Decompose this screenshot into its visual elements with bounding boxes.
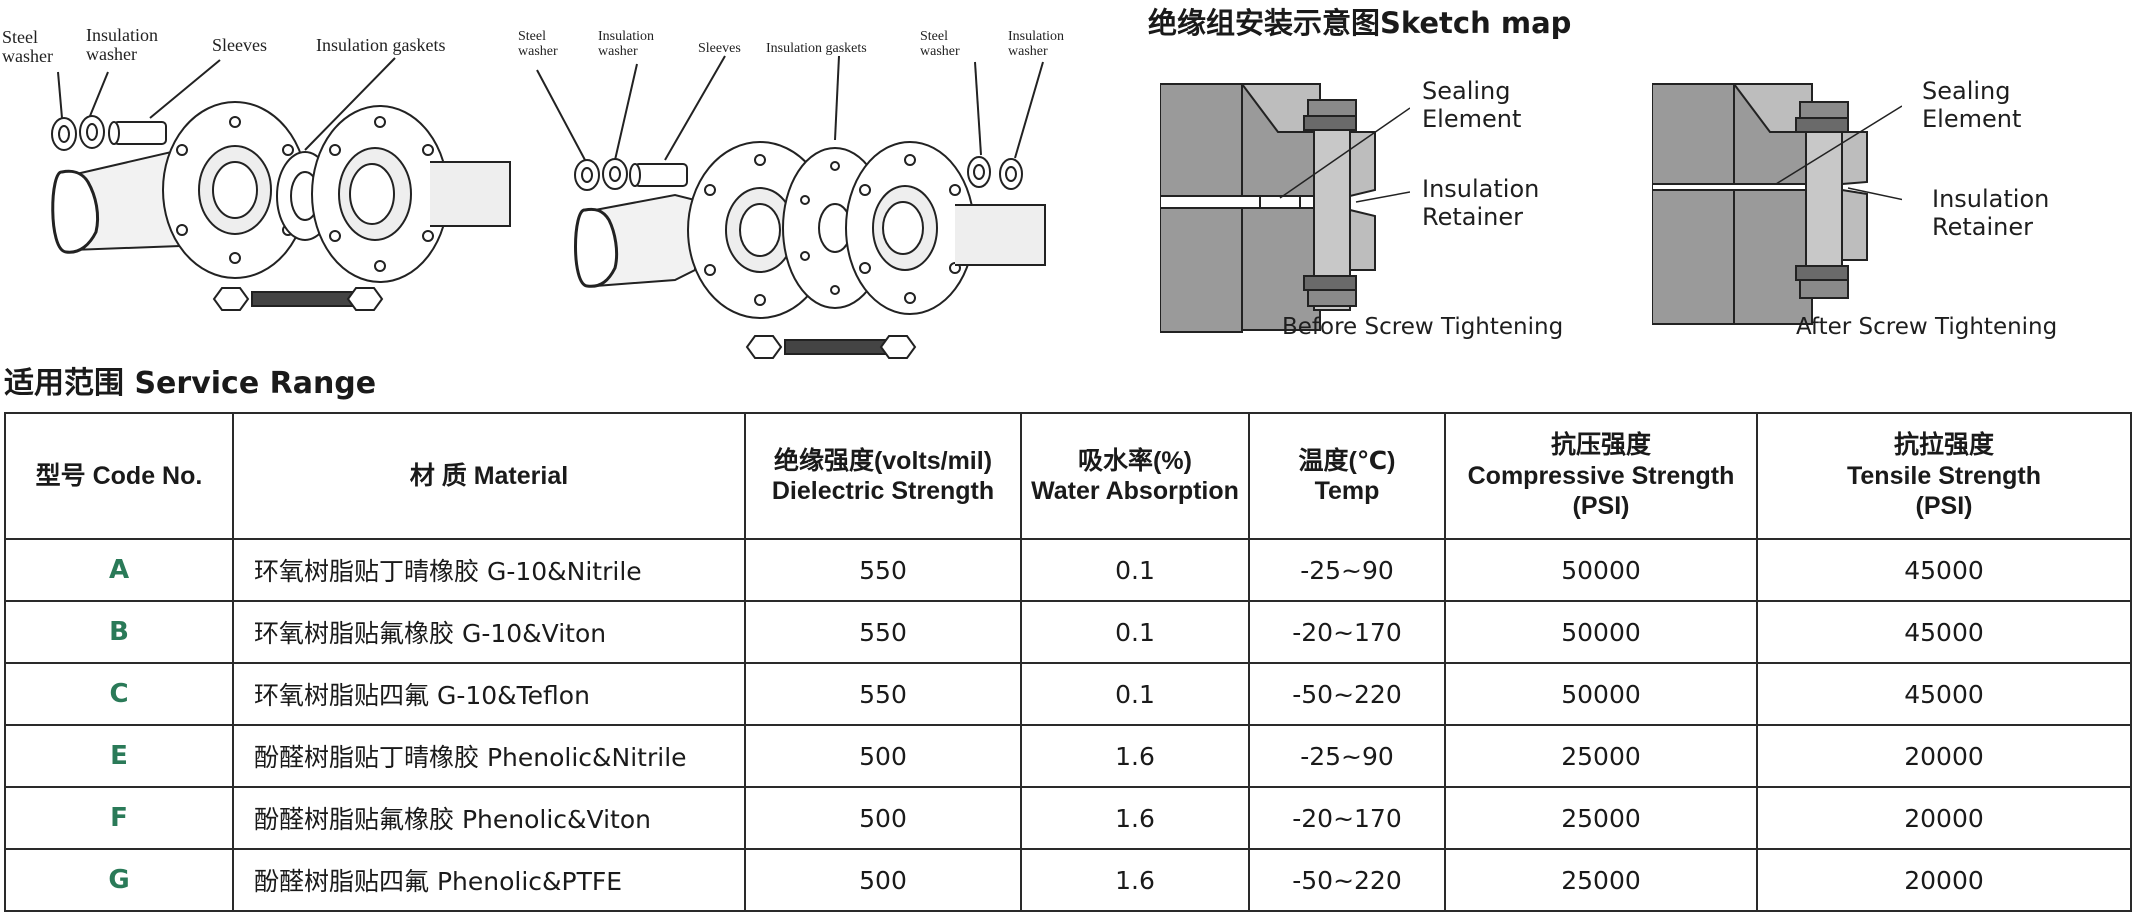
cell-compressive: 25000 [1444,724,1758,788]
cell-code: C [4,662,234,726]
cell-water: 0.1 [1020,662,1250,726]
insulation-washer-icon [999,158,1023,190]
cell-dielectric: 550 [744,662,1022,726]
cell-dielectric: 500 [744,848,1022,912]
header-temp: 温度(℃) Temp [1248,412,1446,540]
header-compressive-strength: 抗压强度 Compressive Strength (PSI) [1444,412,1758,540]
caption-after-screw-tightening: After Screw Tightening [1796,314,2058,340]
caption-before-screw-tightening: Before Screw Tightening [1282,314,1564,340]
cell-temp: -50~220 [1248,848,1446,912]
table-row: G 酚醛树脂贴四氟 Phenolic&PTFE 500 1.6 -50~220 … [4,848,2132,912]
label-insulation-gaskets: Insulation gaskets [316,35,446,55]
label-insulation-washer-right: Insulation washer [1008,29,1064,59]
label-insulation-washer-left: Insulation washer [598,29,654,59]
label-insulation-gaskets-middle: Insulation gaskets [766,41,867,56]
label-insulation-washer: Insulation washer [86,25,158,64]
header-water-absorption: 吸水率(%) Water Absorption [1020,412,1250,540]
cell-tensile: 45000 [1756,662,2132,726]
cell-tensile: 20000 [1756,724,2132,788]
cell-material: 酚醛树脂贴丁晴橡胶 Phenolic&Nitrile [232,724,746,788]
sketch-before-diagram [1160,83,1410,333]
steel-washer-icon [967,156,991,188]
label-steel-washer-right: Steel washer [920,29,960,59]
flange-right-icon [311,105,449,283]
cell-dielectric: 500 [744,786,1022,850]
cell-water: 1.6 [1020,848,1250,912]
cell-water: 1.6 [1020,786,1250,850]
table-row: B 环氧树脂贴氟橡胶 G-10&Viton 550 0.1 -20~170 50… [4,600,2132,664]
cell-dielectric: 550 [744,538,1022,602]
label-insulation-retainer-after: Insulation Retainer [1932,185,2050,241]
cell-material: 酚醛树脂贴四氟 Phenolic&PTFE [232,848,746,912]
label-sleeves: Sleeves [212,35,267,55]
label-insulation-retainer-before: Insulation Retainer [1422,175,1540,231]
label-steel-washer: Steel washer [2,27,53,66]
cell-water: 0.1 [1020,600,1250,664]
cell-material: 环氧树脂贴氟橡胶 G-10&Viton [232,600,746,664]
cell-material: 环氧树脂贴丁晴橡胶 G-10&Nitrile [232,538,746,602]
cell-compressive: 25000 [1444,848,1758,912]
cell-material: 酚醛树脂贴氟橡胶 Phenolic&Viton [232,786,746,850]
label-sealing-element-before: Sealing Element [1422,77,1522,133]
service-range-title: 适用范围 Service Range [4,366,377,401]
exploded-diagram-left [51,57,511,311]
label-sealing-element-after: Sealing Element [1922,77,2022,133]
steel-washer-icon [574,159,600,191]
sleeve-icon [629,163,688,187]
cell-water: 1.6 [1020,724,1250,788]
flange-right-icon [845,141,975,315]
insulation-washer-icon [602,158,628,190]
header-material: 材 质 Material [232,412,746,540]
cell-code: A [4,538,234,602]
header-dielectric-strength: 绝缘强度(volts/mil) Dielectric Strength [744,412,1022,540]
header-tensile-strength: 抗拉强度 Tensile Strength (PSI) [1756,412,2132,540]
pipe-end-icon [574,207,619,288]
cell-code: F [4,786,234,850]
cell-temp: -20~170 [1248,786,1446,850]
cell-tensile: 20000 [1756,848,2132,912]
cell-material: 环氧树脂贴四氟 G-10&Teflon [232,662,746,726]
cell-temp: -50~220 [1248,662,1446,726]
table-row: A 环氧树脂贴丁晴橡胶 G-10&Nitrile 550 0.1 -25~90 … [4,538,2132,602]
cell-temp: -25~90 [1248,538,1446,602]
label-steel-washer-left: Steel washer [518,29,558,59]
bolt-icon [212,287,384,311]
cell-compressive: 25000 [1444,786,1758,850]
table-row: E 酚醛树脂贴丁晴橡胶 Phenolic&Nitrile 500 1.6 -25… [4,724,2132,788]
pipe-end-icon [51,169,100,254]
table-row: F 酚醛树脂贴氟橡胶 Phenolic&Viton 500 1.6 -20~17… [4,786,2132,850]
cell-compressive: 50000 [1444,538,1758,602]
flange-left-icon [162,101,308,279]
steel-washer-icon [51,117,77,151]
cell-compressive: 50000 [1444,600,1758,664]
cell-compressive: 50000 [1444,662,1758,726]
bolt-icon [745,335,917,359]
cell-code: G [4,848,234,912]
cell-dielectric: 500 [744,724,1022,788]
sketch-after-diagram [1652,83,1902,325]
sleeve-icon [108,121,167,145]
cell-water: 0.1 [1020,538,1250,602]
cell-temp: -20~170 [1248,600,1446,664]
cell-code: B [4,600,234,664]
table-row: C 环氧树脂贴四氟 G-10&Teflon 550 0.1 -50~220 50… [4,662,2132,726]
label-sleeves-middle: Sleeves [698,41,741,56]
cell-tensile: 45000 [1756,538,2132,602]
cell-tensile: 20000 [1756,786,2132,850]
sketch-map-title: 绝缘组安装示意图Sketch map [1148,6,1572,40]
exploded-diagram-middle [536,55,1046,359]
cell-code: E [4,724,234,788]
service-range-table: 型号 Code No. 材 质 Material 绝缘强度(volts/mil)… [4,412,2132,912]
table-header-row: 型号 Code No. 材 质 Material 绝缘强度(volts/mil)… [4,412,2132,540]
cell-temp: -25~90 [1248,724,1446,788]
cell-dielectric: 550 [744,600,1022,664]
header-code: 型号 Code No. [4,412,234,540]
cell-tensile: 45000 [1756,600,2132,664]
insulation-washer-icon [79,115,105,149]
